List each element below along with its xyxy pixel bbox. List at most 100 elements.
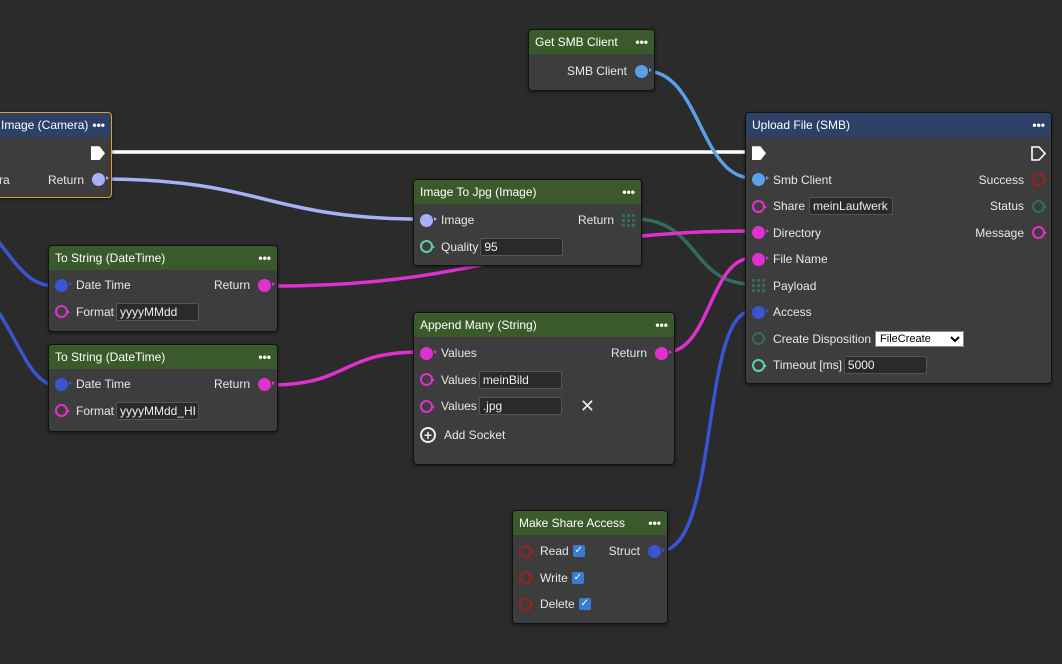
node-upload-file-smb[interactable]: Upload File (SMB) ••• Smb Client Success S… bbox=[745, 112, 1052, 384]
node-title: Upload File (SMB) bbox=[752, 118, 851, 132]
node-title: Make Share Access bbox=[519, 516, 626, 530]
node-menu-button[interactable]: ••• bbox=[622, 185, 635, 199]
socket-label: Camera bbox=[0, 172, 10, 187]
read-checkbox[interactable]: ✓ bbox=[572, 545, 585, 558]
socket-label: Quality bbox=[441, 239, 479, 254]
payload-socket[interactable] bbox=[752, 279, 765, 293]
status-socket[interactable] bbox=[1032, 199, 1047, 213]
node-append-many-string[interactable]: Append Many (String) ••• Values Return Val… bbox=[413, 312, 675, 465]
socket-label: Return bbox=[213, 278, 250, 293]
socket-label: Create Disposition bbox=[773, 331, 872, 346]
node-get-smb-client[interactable]: Get SMB Client ••• SMB Client bbox=[528, 29, 655, 91]
create-disposition-socket[interactable] bbox=[752, 332, 767, 346]
socket-label: Payload bbox=[773, 278, 817, 293]
values-input[interactable] bbox=[478, 370, 562, 389]
smb-client-socket[interactable] bbox=[635, 64, 652, 78]
date-time-socket[interactable] bbox=[55, 377, 72, 391]
wire-filename-part bbox=[269, 350, 421, 387]
node-image-camera[interactable]: Image (Camera)••• CameraReturn bbox=[0, 112, 112, 198]
format-input[interactable] bbox=[116, 302, 200, 321]
delete-socket[interactable] bbox=[519, 597, 534, 611]
node-menu-button[interactable]: ••• bbox=[655, 318, 668, 332]
write-checkbox[interactable]: ✓ bbox=[571, 571, 584, 584]
node-menu-button[interactable]: ••• bbox=[258, 350, 271, 364]
socket-label: Read bbox=[540, 544, 569, 559]
return-socket[interactable] bbox=[258, 278, 275, 292]
node-menu-button[interactable]: ••• bbox=[258, 251, 271, 265]
exec-out-icon[interactable] bbox=[91, 146, 105, 161]
socket-label: Access bbox=[773, 305, 812, 320]
format-input[interactable] bbox=[116, 401, 200, 420]
node-make-share-access[interactable]: Make Share Access••• Read✓Struct Write✓ … bbox=[512, 510, 668, 624]
socket-label: Image bbox=[441, 213, 475, 228]
node-title: To String (DateTime) bbox=[55, 350, 166, 364]
socket-label: File Name bbox=[773, 252, 828, 267]
format-socket[interactable] bbox=[55, 305, 70, 319]
node-menu-button[interactable]: ••• bbox=[92, 118, 105, 132]
exec-in-icon[interactable] bbox=[752, 146, 766, 161]
socket-label: Smb Client bbox=[773, 172, 832, 187]
quality-input[interactable] bbox=[480, 237, 564, 256]
socket-label: Date Time bbox=[76, 377, 131, 392]
values-input[interactable] bbox=[478, 397, 562, 416]
wire-filename bbox=[665, 256, 753, 354]
delete-checkbox[interactable]: ✓ bbox=[578, 598, 591, 611]
node-title: To String (DateTime) bbox=[55, 251, 166, 265]
node-menu-button[interactable]: ••• bbox=[1032, 118, 1045, 132]
create-disposition-select[interactable]: FileCreate bbox=[875, 330, 965, 347]
socket-label: Return bbox=[213, 377, 250, 392]
share-socket[interactable] bbox=[752, 199, 767, 213]
socket-label: SMB Client bbox=[566, 64, 627, 79]
format-socket[interactable] bbox=[55, 404, 70, 418]
values-socket[interactable] bbox=[420, 346, 437, 360]
success-socket[interactable] bbox=[1032, 173, 1047, 187]
wire-payload bbox=[633, 217, 753, 286]
node-menu-button[interactable]: ••• bbox=[635, 35, 648, 49]
socket-label: Success bbox=[978, 172, 1024, 187]
wire-access bbox=[659, 309, 753, 553]
socket-label: Status bbox=[989, 199, 1024, 214]
exec-out-icon[interactable] bbox=[1031, 145, 1047, 161]
values-socket[interactable] bbox=[420, 373, 435, 387]
return-socket[interactable] bbox=[655, 346, 672, 360]
socket-label: Values bbox=[441, 346, 477, 361]
add-socket-button[interactable]: +Add Socket bbox=[420, 426, 668, 443]
image-socket[interactable] bbox=[420, 213, 437, 227]
socket-label: Return bbox=[577, 213, 614, 228]
wire-image bbox=[101, 177, 421, 221]
socket-label: Message bbox=[975, 225, 1024, 240]
socket-label: Return bbox=[610, 346, 647, 361]
socket-label: Share bbox=[773, 199, 806, 214]
struct-socket[interactable] bbox=[648, 544, 665, 558]
node-menu-button[interactable]: ••• bbox=[648, 516, 661, 530]
directory-socket[interactable] bbox=[752, 226, 769, 240]
node-title: Append Many (String) bbox=[420, 318, 537, 332]
smb-client-socket[interactable] bbox=[752, 173, 769, 187]
return-socket[interactable] bbox=[258, 377, 275, 391]
socket-label: Values bbox=[441, 399, 477, 414]
quality-socket[interactable] bbox=[420, 240, 435, 254]
timeout-socket[interactable] bbox=[752, 358, 767, 372]
values-socket[interactable] bbox=[420, 399, 435, 413]
date-time-socket[interactable] bbox=[55, 278, 72, 292]
return-socket[interactable] bbox=[622, 213, 635, 227]
node-title: Get SMB Client bbox=[535, 35, 618, 49]
socket-label: Date Time bbox=[76, 278, 131, 293]
file-name-socket[interactable] bbox=[752, 252, 769, 266]
node-title: Image (Camera) bbox=[1, 118, 89, 132]
read-socket[interactable] bbox=[519, 544, 534, 558]
socket-label: Values bbox=[441, 372, 477, 387]
socket-label: Format bbox=[76, 403, 115, 418]
remove-socket-icon[interactable]: ✕ bbox=[579, 395, 595, 416]
message-socket[interactable] bbox=[1032, 226, 1047, 240]
return-socket[interactable] bbox=[92, 173, 109, 187]
timeout-input[interactable] bbox=[843, 356, 927, 375]
socket-label: Timeout [ms] bbox=[773, 358, 842, 373]
share-input[interactable] bbox=[809, 197, 894, 216]
write-socket[interactable] bbox=[519, 571, 534, 585]
access-socket[interactable] bbox=[752, 305, 769, 319]
add-socket-label: Add Socket bbox=[444, 427, 506, 442]
